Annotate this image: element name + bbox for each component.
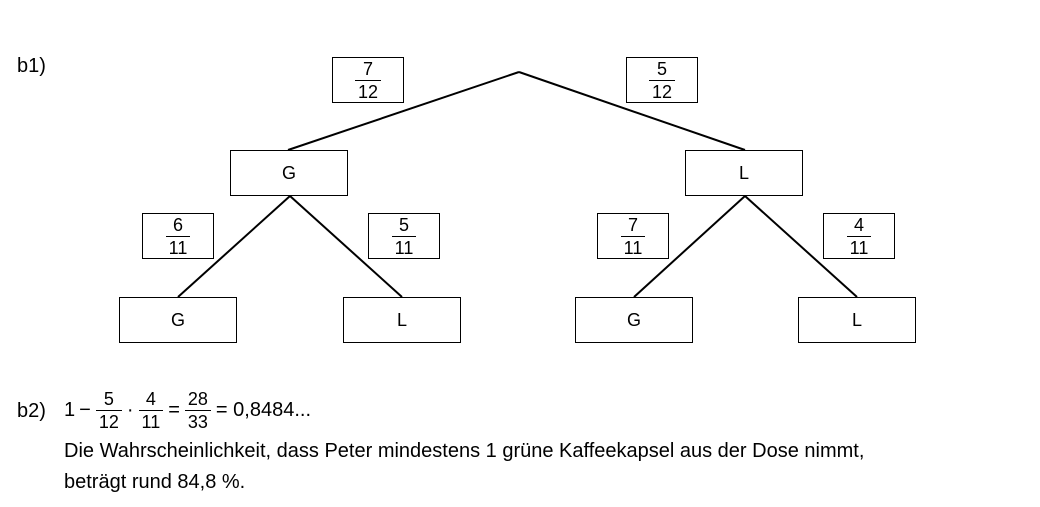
prob-g-left: 6 11 (142, 213, 214, 259)
fraction-bar (354, 79, 382, 81)
fraction-4-11: 4 11 (138, 389, 164, 432)
node-l: L (685, 150, 803, 196)
denominator: 11 (141, 412, 161, 432)
label-b2: b2) (17, 400, 46, 422)
fraction-28-33: 28 33 (184, 389, 211, 432)
branch-root-left (287, 71, 520, 151)
leaf-lg: G (575, 297, 693, 343)
leaf-gg: G (119, 297, 237, 343)
fraction-bar (184, 410, 211, 411)
denominator: 11 (849, 237, 869, 258)
fraction: 7 12 (354, 58, 382, 102)
fraction: 6 11 (165, 214, 191, 258)
branch-l-left (633, 195, 746, 298)
numerator: 7 (362, 58, 373, 79)
denominator: 12 (357, 81, 379, 102)
answer-sentence-2: beträgt rund 84,8 %. (64, 471, 246, 493)
numerator: 7 (627, 214, 638, 235)
fraction-bar (620, 235, 646, 237)
fraction-bar (391, 235, 417, 237)
fraction: 7 11 (620, 214, 646, 258)
numerator: 28 (187, 389, 208, 409)
equals-sign: = (168, 399, 180, 421)
numerator: 5 (656, 58, 667, 79)
denominator: 33 (187, 412, 208, 432)
leaf-ll: L (798, 297, 916, 343)
minus-sign: − (79, 399, 91, 421)
numerator: 4 (145, 389, 156, 409)
denominator: 12 (98, 412, 119, 432)
numerator: 6 (172, 214, 183, 235)
denominator: 11 (394, 237, 414, 258)
branch-l-right (744, 195, 858, 298)
fraction-bar (165, 235, 191, 237)
numerator: 5 (398, 214, 409, 235)
node-g: G (230, 150, 348, 196)
answer-sentence-1: Die Wahrscheinlichkeit, dass Peter minde… (64, 440, 865, 462)
fraction-bar (846, 235, 872, 237)
fraction: 5 12 (648, 58, 676, 102)
denominator: 11 (168, 237, 188, 258)
fraction-5-12: 5 12 (95, 389, 122, 432)
branch-g-left (177, 195, 291, 298)
fraction: 5 11 (391, 214, 417, 258)
branch-g-right (289, 195, 403, 298)
formula-result: = 0,8484... (215, 399, 311, 421)
fraction: 4 11 (846, 214, 872, 258)
prob-g-right: 5 11 (368, 213, 440, 259)
formula-one: 1 (64, 399, 76, 421)
prob-root-right: 5 12 (626, 57, 698, 103)
fraction-bar (648, 79, 676, 81)
prob-l-left: 7 11 (597, 213, 669, 259)
prob-l-right: 4 11 (823, 213, 895, 259)
prob-root-left: 7 12 (332, 57, 404, 103)
fraction-bar (95, 410, 122, 411)
dot-operator: · (126, 399, 134, 421)
denominator: 12 (651, 81, 673, 102)
numerator: 5 (103, 389, 114, 409)
branch-root-right (518, 71, 746, 151)
numerator: 4 (853, 214, 864, 235)
denominator: 11 (623, 237, 643, 258)
b2-formula: 1 − 5 12 · 4 11 = 28 33 = 0,8484... (64, 390, 311, 431)
label-b1: b1) (17, 55, 46, 77)
tree-diagram (177, 71, 858, 298)
fraction-bar (138, 410, 164, 411)
leaf-gl: L (343, 297, 461, 343)
